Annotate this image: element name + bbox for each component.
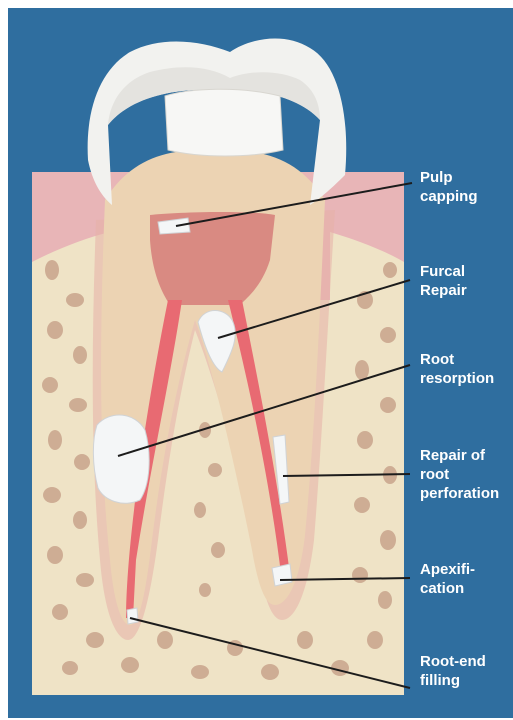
label-apexification: Apexifi- cation (420, 560, 475, 598)
root-end-filling-material (127, 608, 138, 624)
label-root-end-filling: Root-end filling (420, 652, 486, 690)
label-furcal-repair: Furcal Repair (420, 262, 467, 300)
crown-restoration (165, 89, 283, 156)
label-pulp-capping: Pulp capping (420, 168, 478, 206)
apexification-material (272, 564, 292, 586)
root-resorption-material (93, 415, 149, 503)
label-repair-root-perforation: Repair of root perforation (420, 446, 499, 503)
label-root-resorption: Root resorption (420, 350, 494, 388)
